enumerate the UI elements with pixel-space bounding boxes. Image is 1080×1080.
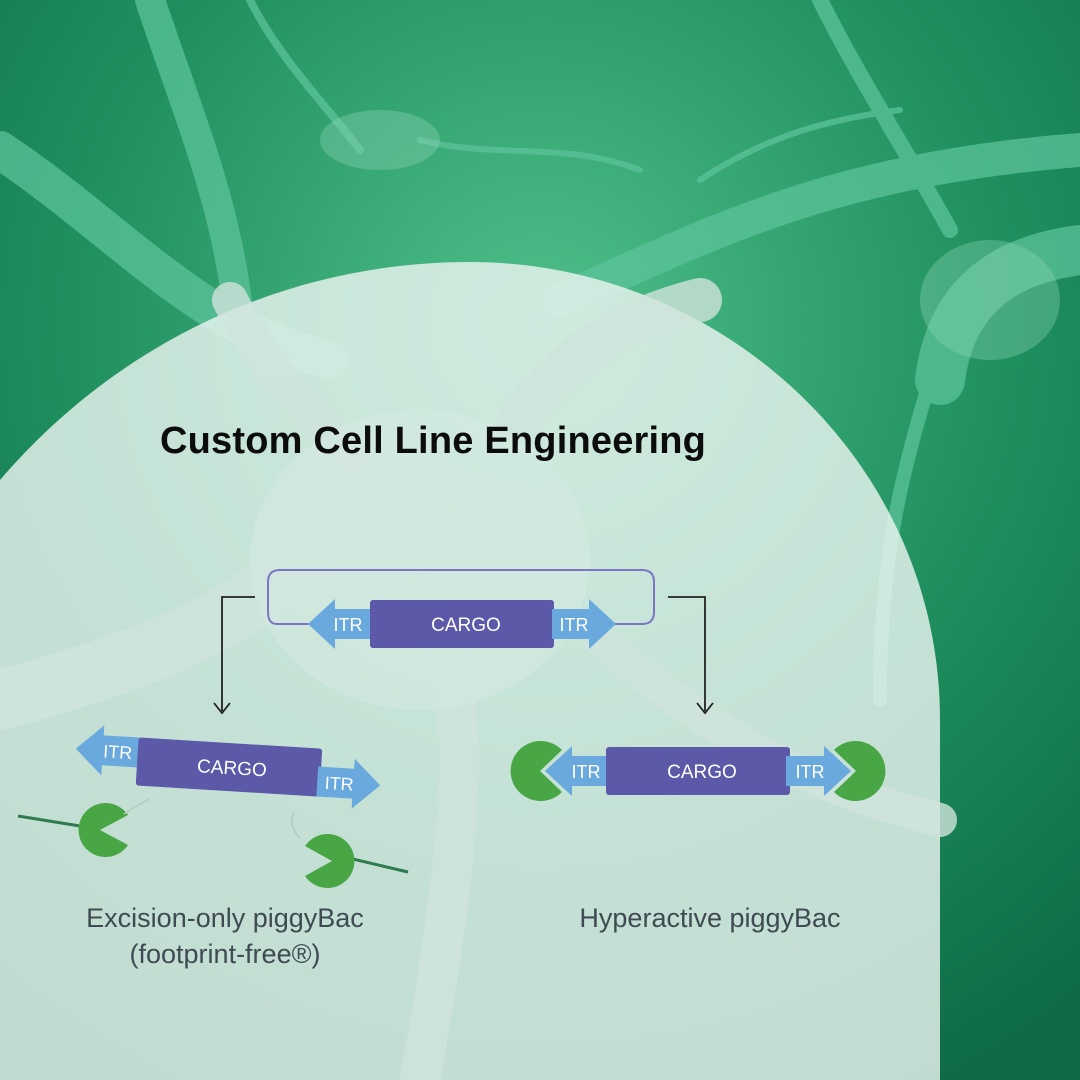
cargo-label: CARGO <box>667 762 737 783</box>
enzyme-left <box>510 741 562 801</box>
itr-label: ITR <box>572 762 601 782</box>
itr-label: ITR <box>324 773 354 795</box>
itr-left-arrow <box>75 725 142 776</box>
excision-construct: ITR CARGO ITR <box>75 725 381 809</box>
enzyme-left <box>78 803 128 858</box>
enzyme-right <box>305 834 355 889</box>
excision-enzymes <box>17 798 409 889</box>
hyperactive-caption: Hyperactive piggyBac <box>579 903 841 933</box>
itr-label: ITR <box>334 615 363 635</box>
itr-label: ITR <box>796 762 825 782</box>
hyperactive-construct: ITR CARGO ITR <box>510 741 886 802</box>
enzyme-right <box>834 741 886 802</box>
itr-right-arrow <box>316 758 381 809</box>
itr-label: ITR <box>560 615 589 635</box>
itr-right-arrow <box>786 746 851 796</box>
top-construct: ITR CARGO ITR <box>308 599 616 649</box>
arrow-left <box>221 596 255 711</box>
page-title: Custom Cell Line Engineering <box>160 420 707 462</box>
itr-left-arrow <box>308 599 372 649</box>
cargo-label: CARGO <box>431 615 501 636</box>
cargo-label: CARGO <box>196 756 267 781</box>
itr-right-arrow <box>552 599 616 649</box>
cargo-block <box>135 737 323 797</box>
itr-left-arrow <box>545 746 610 796</box>
itr-label: ITR <box>103 741 133 763</box>
cargo-block <box>606 747 790 795</box>
branch-arrows <box>213 596 714 715</box>
cargo-block <box>370 600 554 648</box>
arrow-right <box>668 596 706 711</box>
excision-caption-line2: (footprint-free®) <box>129 939 321 969</box>
plasmid-bracket <box>267 569 655 625</box>
excision-caption-line1: Excision-only piggyBac <box>86 903 364 933</box>
excision-caption: Excision-only piggyBac (footprint-free®) <box>60 900 390 972</box>
